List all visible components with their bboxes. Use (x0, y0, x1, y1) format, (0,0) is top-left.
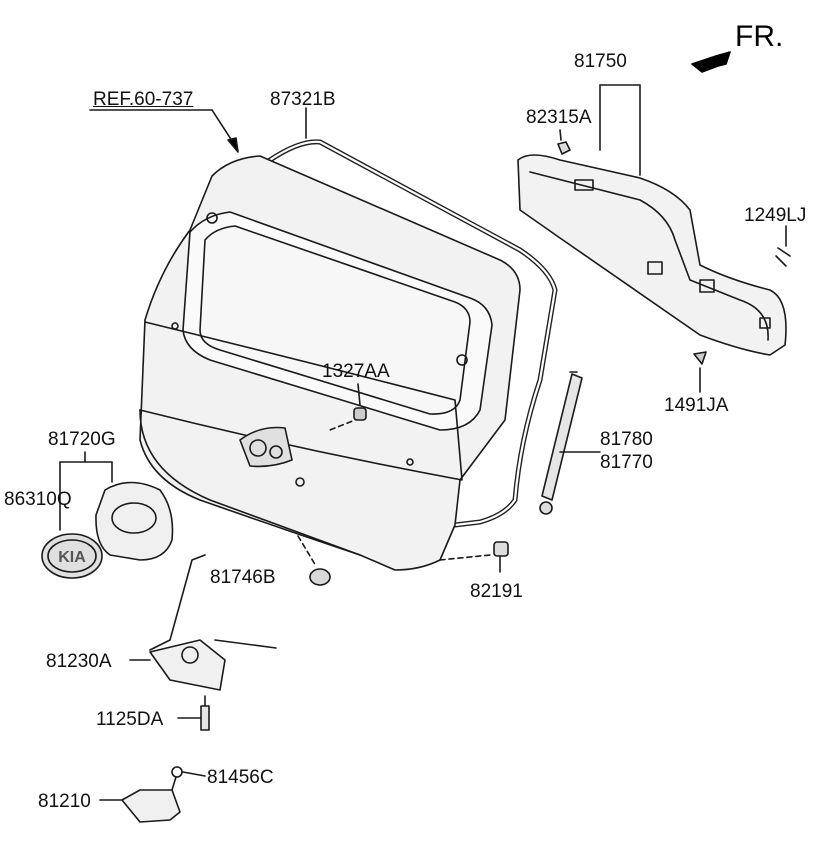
lower-bumper-icon (297, 535, 331, 586)
clip-icon (693, 351, 707, 393)
gas-lifter (539, 371, 601, 515)
tailgate-panel (139, 155, 521, 571)
bumper-icon (353, 383, 367, 421)
svg-text:KIA: KIA (58, 549, 86, 566)
trim-clip-label: 82315A (526, 107, 592, 128)
striker (99, 789, 181, 823)
trim-clip (557, 129, 571, 155)
trim-panel (517, 84, 787, 356)
screw-label: 1249LJ (744, 205, 807, 226)
arrow-icon (691, 51, 731, 73)
handle-assembly (59, 451, 174, 561)
front-direction-label: FR. (735, 20, 784, 53)
clip-label: 1491JA (664, 395, 729, 416)
latch-label: 81230A (46, 651, 112, 672)
striker-label: 81210 (38, 791, 91, 812)
striker-screw-label: 81456C (207, 767, 274, 788)
emblem-label: 86310Q (4, 489, 72, 510)
striker-screw-icon (171, 766, 206, 791)
reference-leader (89, 109, 239, 153)
trim-panel-label: 81750 (574, 51, 627, 72)
lower-bumper-label: 81746B (210, 567, 276, 588)
lifter-b-label: 81770 (600, 452, 653, 473)
stopper-icon (439, 541, 509, 573)
kia-emblem: KIA (41, 533, 103, 579)
screw-icon (775, 225, 791, 267)
weatherstrip-label: 87321B (270, 89, 336, 110)
stopper-label: 82191 (470, 581, 523, 602)
bolt-label: 1125DA (96, 709, 164, 730)
lifter-a-label: 81780 (600, 429, 653, 450)
handle-assembly-label: 81720G (48, 429, 116, 450)
bolt-icon (177, 695, 210, 731)
bumper-label: 1327AA (322, 361, 390, 382)
reference-label: REF.60-737 (93, 89, 194, 110)
weatherstrip (267, 107, 558, 528)
latch-assembly (129, 554, 277, 691)
